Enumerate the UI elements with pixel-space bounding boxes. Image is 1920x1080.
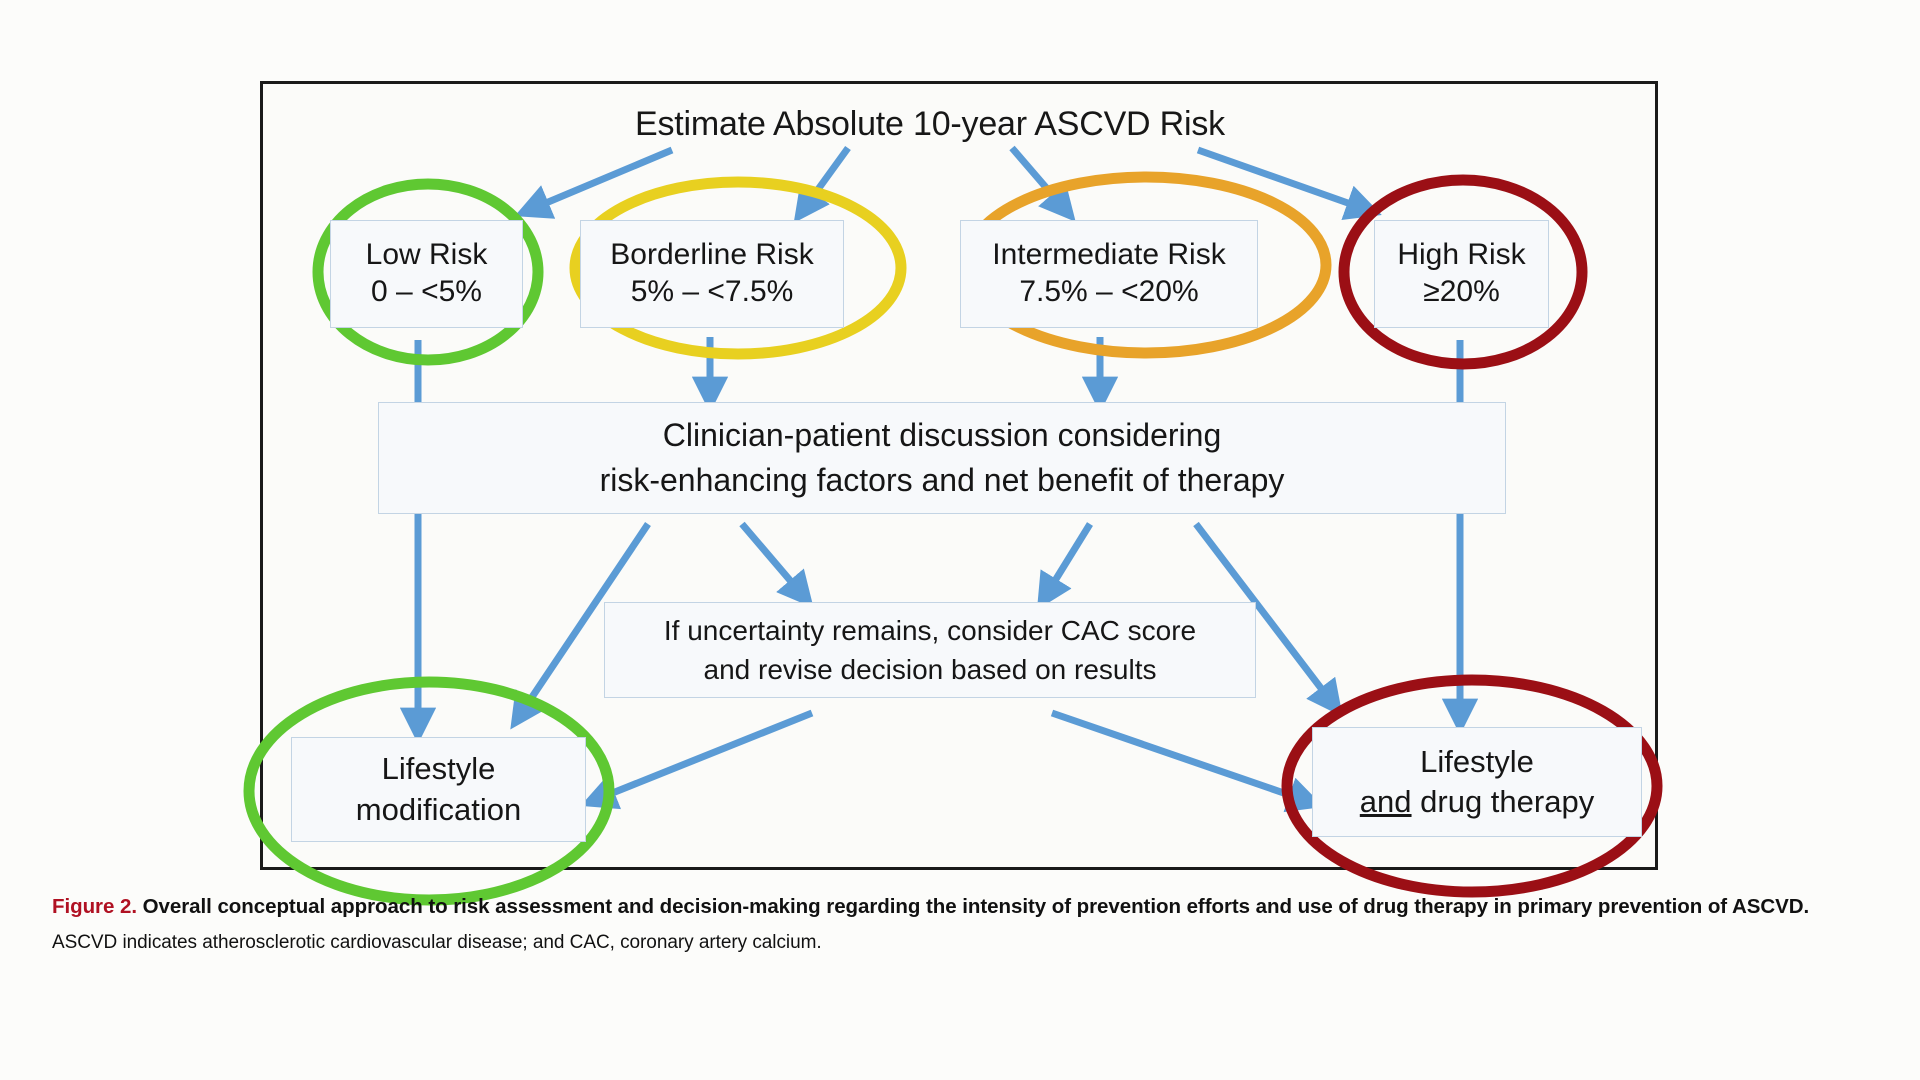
node-low-risk[interactable]: Low Risk 0 – <5% bbox=[330, 220, 523, 328]
node-low-risk-range: 0 – <5% bbox=[371, 275, 482, 308]
figure-caption: Figure 2. Overall conceptual approach to… bbox=[52, 892, 1882, 957]
node-cac-score[interactable]: If uncertainty remains, consider CAC sco… bbox=[604, 602, 1256, 698]
node-drug-rest: drug therapy bbox=[1411, 784, 1595, 819]
node-clinician-patient-discussion[interactable]: Clinician-patient discussion considering… bbox=[378, 402, 1506, 514]
node-high-risk-range: ≥20% bbox=[1423, 275, 1500, 308]
node-lifestyle-line1: Lifestyle bbox=[381, 751, 496, 787]
caption-main-text: Figure 2. Overall conceptual approach to… bbox=[52, 892, 1882, 922]
node-discussion-line2: risk-enhancing factors and net benefit o… bbox=[599, 462, 1285, 498]
node-drug-line2: and drug therapy bbox=[1360, 782, 1594, 822]
node-drug-and-word: and bbox=[1359, 784, 1412, 819]
node-low-risk-name: Low Risk bbox=[365, 238, 488, 272]
caption-abbreviation-note: ASCVD indicates atherosclerotic cardiova… bbox=[52, 931, 822, 953]
node-drug-line1: Lifestyle bbox=[1420, 743, 1534, 779]
node-lifestyle-modification[interactable]: Lifestyle modification bbox=[291, 737, 586, 842]
node-borderline-risk-range: 5% – <7.5% bbox=[630, 275, 794, 308]
node-high-risk[interactable]: High Risk ≥20% bbox=[1374, 220, 1549, 328]
node-lifestyle-line2: modification bbox=[355, 791, 522, 827]
caption-figure-label: Figure 2. bbox=[52, 895, 137, 918]
node-borderline-risk[interactable]: Borderline Risk 5% – <7.5% bbox=[580, 220, 844, 328]
node-high-risk-name: High Risk bbox=[1397, 238, 1526, 272]
node-intermediate-risk[interactable]: Intermediate Risk 7.5% – <20% bbox=[960, 220, 1258, 328]
node-intermediate-risk-range: 7.5% – <20% bbox=[1019, 275, 1199, 308]
node-discussion-line1: Clinician-patient discussion considering bbox=[662, 416, 1222, 453]
diagram-title: Estimate Absolute 10-year ASCVD Risk bbox=[635, 105, 1225, 143]
node-cac-line2: and revise decision based on results bbox=[703, 654, 1157, 685]
node-borderline-risk-name: Borderline Risk bbox=[610, 238, 814, 272]
caption-body: Overall conceptual approach to risk asse… bbox=[136, 895, 1810, 918]
node-intermediate-risk-name: Intermediate Risk bbox=[992, 238, 1226, 272]
node-lifestyle-and-drug-therapy[interactable]: Lifestyle and drug therapy bbox=[1312, 727, 1642, 837]
node-cac-line1: If uncertainty remains, consider CAC sco… bbox=[663, 614, 1197, 646]
